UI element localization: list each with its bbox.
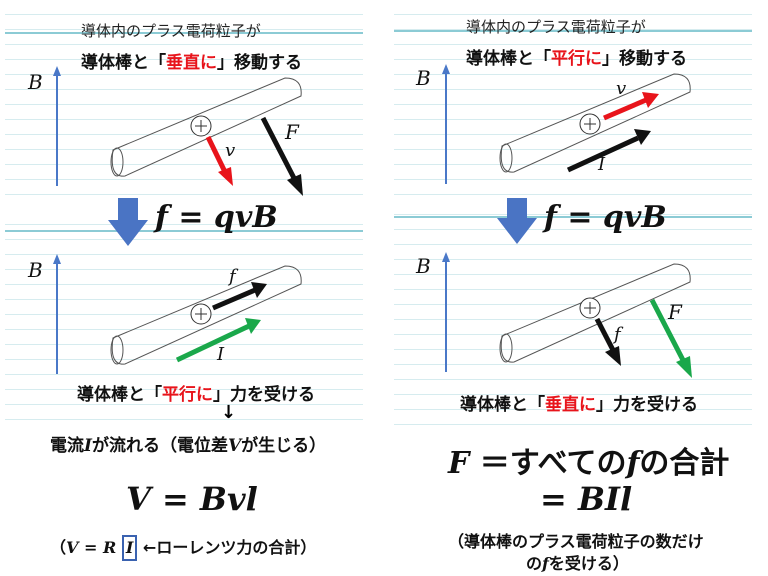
b-field-label: B [28, 258, 43, 282]
b-field-label: B [416, 66, 431, 90]
caption-line2: 導体棒と「平行に」移動する [466, 44, 687, 69]
formula-bil: = BIl [540, 480, 633, 518]
var-f: f [626, 446, 640, 481]
caption-highlight: 平行に [551, 49, 602, 69]
note-eq: V = R [66, 538, 117, 557]
b-field-arrow-icon [53, 66, 61, 186]
conductor-rod-icon [499, 263, 691, 363]
caption-text: 導体棒と「 [460, 395, 545, 415]
formula-note-line1: （導体棒のプラス電荷粒子の数だけ [448, 532, 704, 551]
left-diagram-svg [53, 66, 303, 374]
note-text: を受ける） [548, 554, 629, 573]
notebook-margin-line [5, 32, 363, 34]
notebook-paper-top [5, 0, 363, 200]
caption-text: 」力を受ける [213, 385, 315, 405]
note-text: ←ローレンツ力の合計） [142, 538, 317, 557]
result-line: 電流Iが流れる（電位差Vが生じる） [50, 431, 326, 456]
down-arrow-icon: ↓ [221, 402, 237, 423]
velocity-label: v [225, 140, 236, 161]
b-field-arrow-icon [53, 254, 61, 374]
bottom-caption: 導体棒と「垂直に」力を受ける [460, 390, 698, 415]
positive-charge-icon [579, 113, 601, 135]
b-field-label: B [416, 254, 431, 278]
total-force-label: F [668, 300, 682, 324]
formula-note-line2: のfを受ける） [526, 550, 629, 574]
velocity-arrow-icon [603, 92, 659, 121]
lorentz-force-label: f [614, 324, 621, 345]
force-arrow-icon [260, 116, 303, 196]
notebook-paper-bottom [394, 200, 752, 430]
current-label: I [217, 344, 225, 365]
b-field-arrow-icon [442, 64, 450, 184]
caption-text: 」力を受ける [596, 395, 698, 415]
var-F: F [448, 446, 470, 481]
note-text: の [526, 554, 543, 573]
formula-f-sum: F ＝すべてのfの合計 [448, 438, 729, 482]
force-label: F [285, 120, 299, 144]
formula-v-bvl: V = Bvl [126, 480, 258, 518]
transition-down-arrow-icon [497, 198, 537, 244]
velocity-label: v [616, 78, 627, 99]
b-field-label: B [28, 70, 43, 94]
left-panel: 導体内のプラス電荷粒子が 導体棒と「垂直に」移動する B v F [5, 0, 363, 430]
result-text: が生じる） [241, 436, 327, 456]
result-text: が流れる（電位差 [91, 436, 228, 456]
positive-charge-icon [579, 297, 601, 319]
conductor-rod-icon [110, 265, 302, 365]
velocity-arrow-icon [205, 135, 233, 186]
lorentz-force-arrow-icon [212, 282, 267, 311]
caption-text: 」移動する [602, 49, 687, 69]
equation-f-qvB: f = qvB [155, 200, 278, 235]
result-text: 電流 [50, 436, 84, 456]
notebook-paper-bottom [5, 210, 363, 430]
caption-text: 導体棒と「 [466, 49, 551, 69]
equation-text: f = qvB [155, 200, 278, 235]
b-field-arrow-icon [442, 252, 450, 372]
formula-text: ＝すべての [469, 446, 627, 481]
var-v: V [227, 436, 242, 456]
lorentz-force-arrow-icon [594, 317, 621, 366]
caption-line2: 導体棒と「垂直に」移動する [81, 48, 302, 73]
equation-text: f = qvB [544, 200, 667, 235]
current-arrow-icon [175, 318, 261, 363]
caption-highlight: 平行に [162, 385, 213, 405]
formula-text: の合計 [639, 446, 730, 481]
right-panel: 導体内のプラス電荷粒子が 導体棒と「平行に」移動する B v I [394, 0, 752, 430]
caption-line1: 導体内のプラス電荷粒子が [81, 22, 261, 40]
var-f: f [542, 554, 549, 573]
positive-charge-icon [190, 115, 212, 137]
current-arrow-icon [566, 129, 651, 173]
transition-down-arrow-icon [108, 198, 148, 246]
caption-text: 」移動する [217, 53, 302, 73]
note-text: （ [50, 538, 67, 557]
equation-f-qvB: f = qvB [544, 200, 667, 235]
right-diagram-svg [442, 64, 692, 378]
caption-highlight: 垂直に [166, 53, 217, 73]
caption-text: 導体棒と「 [81, 53, 166, 73]
total-force-arrow-icon [649, 298, 692, 378]
caption-line1: 導体内のプラス電荷粒子が [466, 18, 646, 36]
positive-charge-icon [190, 303, 212, 325]
lorentz-force-label: f [229, 266, 236, 287]
caption-highlight: 垂直に [545, 395, 596, 415]
notebook-margin-line [5, 230, 363, 232]
current-label: I [598, 154, 606, 175]
conductor-rod-icon [499, 73, 691, 173]
bottom-caption: 導体棒と「平行に」力を受ける [77, 380, 315, 405]
formula-note: （V = R I ←ローレンツ力の合計） [50, 534, 316, 561]
notebook-margin-line [394, 30, 752, 32]
boxed-current: I [121, 535, 138, 561]
caption-text: 導体棒と「 [77, 385, 162, 405]
notebook-margin-line [394, 216, 752, 218]
conductor-rod-icon [110, 77, 302, 177]
var-i: I [84, 436, 92, 456]
